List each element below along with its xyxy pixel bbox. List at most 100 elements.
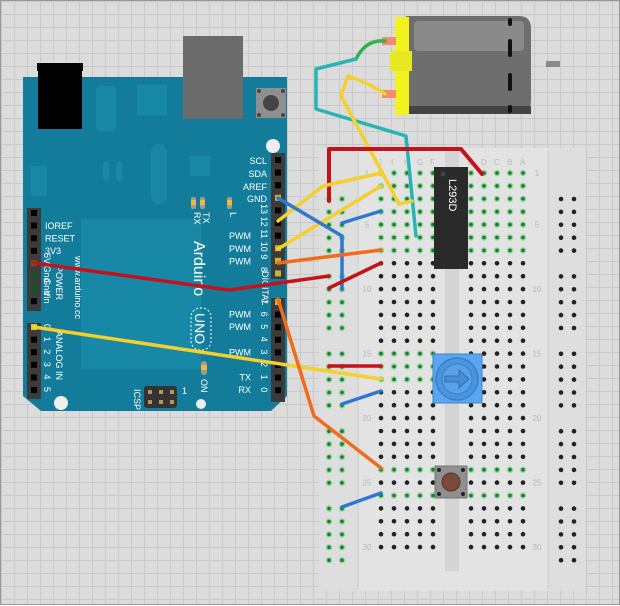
breadboard-hole[interactable] bbox=[378, 544, 384, 550]
breadboard-hole[interactable] bbox=[494, 506, 500, 511]
header-pin[interactable] bbox=[31, 210, 37, 216]
breadboard-hole[interactable] bbox=[430, 506, 436, 511]
breadboard-hole[interactable] bbox=[404, 299, 410, 305]
breadboard-hole[interactable] bbox=[391, 519, 397, 524]
breadboard-hole[interactable] bbox=[417, 441, 423, 447]
rail-hole[interactable] bbox=[558, 274, 564, 279]
breadboard-hole[interactable] bbox=[391, 390, 397, 395]
breadboard-hole[interactable] bbox=[520, 441, 526, 447]
breadboard-hole[interactable] bbox=[481, 531, 487, 537]
breadboard-hole[interactable] bbox=[520, 402, 526, 408]
breadboard-hole[interactable] bbox=[507, 415, 513, 421]
breadboard-hole[interactable] bbox=[430, 402, 436, 408]
breadboard-hole[interactable] bbox=[481, 519, 487, 524]
breadboard-hole[interactable] bbox=[404, 441, 410, 447]
breadboard-hole[interactable] bbox=[520, 312, 526, 318]
rail-hole[interactable] bbox=[571, 428, 577, 434]
rail-hole[interactable] bbox=[558, 287, 564, 292]
breadboard-hole[interactable] bbox=[520, 286, 526, 292]
pushbutton[interactable] bbox=[434, 465, 468, 499]
breadboard-hole[interactable] bbox=[430, 286, 436, 292]
breadboard-hole[interactable] bbox=[430, 544, 436, 550]
breadboard-hole[interactable] bbox=[468, 506, 474, 511]
breadboard-hole[interactable] bbox=[430, 531, 436, 537]
rail-hole[interactable] bbox=[558, 480, 564, 486]
breadboard-hole[interactable] bbox=[520, 415, 526, 421]
breadboard-hole[interactable] bbox=[430, 415, 436, 421]
breadboard-hole[interactable] bbox=[430, 325, 436, 331]
header-pin[interactable] bbox=[31, 361, 37, 368]
breadboard-hole[interactable] bbox=[404, 286, 410, 292]
header-pin[interactable] bbox=[275, 311, 281, 318]
breadboard-hole[interactable] bbox=[417, 402, 423, 408]
rail-hole[interactable] bbox=[571, 545, 577, 550]
rail-hole[interactable] bbox=[571, 222, 577, 228]
breadboard-hole[interactable] bbox=[417, 428, 423, 434]
breadboard-hole[interactable] bbox=[417, 312, 423, 318]
rail-hole[interactable] bbox=[571, 209, 577, 215]
breadboard-hole[interactable] bbox=[481, 273, 487, 279]
breadboard-hole[interactable] bbox=[430, 273, 436, 279]
breadboard-hole[interactable] bbox=[430, 299, 436, 305]
rail-hole[interactable] bbox=[571, 312, 577, 318]
breadboard-hole[interactable] bbox=[520, 454, 526, 460]
breadboard-hole[interactable] bbox=[468, 299, 474, 305]
breadboard-hole[interactable] bbox=[520, 519, 526, 524]
breadboard-hole[interactable] bbox=[417, 325, 423, 331]
breadboard-hole[interactable] bbox=[520, 506, 526, 511]
breadboard-hole[interactable] bbox=[494, 312, 500, 318]
breadboard-hole[interactable] bbox=[481, 506, 487, 511]
rail-hole[interactable] bbox=[558, 506, 564, 511]
breadboard-hole[interactable] bbox=[417, 338, 423, 344]
breadboard-hole[interactable] bbox=[481, 402, 487, 408]
breadboard-hole[interactable] bbox=[378, 299, 384, 305]
breadboard-hole[interactable] bbox=[507, 531, 513, 537]
breadboard-hole[interactable] bbox=[494, 441, 500, 447]
breadboard-hole[interactable] bbox=[507, 286, 513, 292]
rail-hole[interactable] bbox=[558, 196, 564, 202]
breadboard-hole[interactable] bbox=[391, 273, 397, 279]
breadboard-hole[interactable] bbox=[507, 273, 513, 279]
breadboard-hole[interactable] bbox=[430, 454, 436, 460]
rail-hole[interactable] bbox=[571, 235, 577, 240]
breadboard-hole[interactable] bbox=[494, 286, 500, 292]
breadboard-hole[interactable] bbox=[507, 325, 513, 331]
breadboard-hole[interactable] bbox=[494, 480, 500, 485]
breadboard-hole[interactable] bbox=[378, 325, 384, 331]
header-pin[interactable] bbox=[275, 182, 281, 189]
breadboard-hole[interactable] bbox=[391, 286, 397, 292]
header-pin[interactable] bbox=[31, 235, 37, 242]
breadboard-hole[interactable] bbox=[468, 441, 474, 447]
breadboard-hole[interactable] bbox=[468, 338, 474, 344]
breadboard-hole[interactable] bbox=[494, 544, 500, 550]
breadboard-hole[interactable] bbox=[494, 351, 500, 356]
rail-hole[interactable] bbox=[558, 428, 564, 434]
breadboard-hole[interactable] bbox=[468, 544, 474, 550]
breadboard-hole[interactable] bbox=[378, 428, 384, 434]
breadboard-hole[interactable] bbox=[520, 273, 526, 279]
breadboard-hole[interactable] bbox=[430, 428, 436, 434]
wire-red-top[interactable] bbox=[327, 147, 484, 203]
breadboard-hole[interactable] bbox=[468, 286, 474, 292]
rail-hole[interactable] bbox=[558, 467, 564, 473]
breadboard-hole[interactable] bbox=[404, 415, 410, 421]
breadboard-hole[interactable] bbox=[507, 428, 513, 434]
breadboard-hole[interactable] bbox=[417, 273, 423, 279]
breadboard-hole[interactable] bbox=[468, 454, 474, 460]
breadboard-hole[interactable] bbox=[481, 261, 487, 266]
breadboard-hole[interactable] bbox=[520, 531, 526, 537]
wire-orange-pwm9[interactable] bbox=[276, 248, 383, 265]
breadboard-hole[interactable] bbox=[481, 480, 487, 485]
breadboard-hole[interactable] bbox=[494, 299, 500, 305]
breadboard-hole[interactable] bbox=[378, 286, 384, 292]
rail-hole[interactable] bbox=[558, 235, 564, 240]
wire-orange-pin7[interactable] bbox=[276, 297, 383, 470]
breadboard-hole[interactable] bbox=[494, 531, 500, 537]
breadboard-hole[interactable] bbox=[391, 299, 397, 305]
breadboard-hole[interactable] bbox=[481, 415, 487, 421]
breadboard-hole[interactable] bbox=[468, 325, 474, 331]
breadboard-hole[interactable] bbox=[391, 428, 397, 434]
breadboard-hole[interactable] bbox=[494, 325, 500, 331]
breadboard-hole[interactable] bbox=[468, 261, 474, 266]
header-pin[interactable] bbox=[275, 169, 281, 176]
